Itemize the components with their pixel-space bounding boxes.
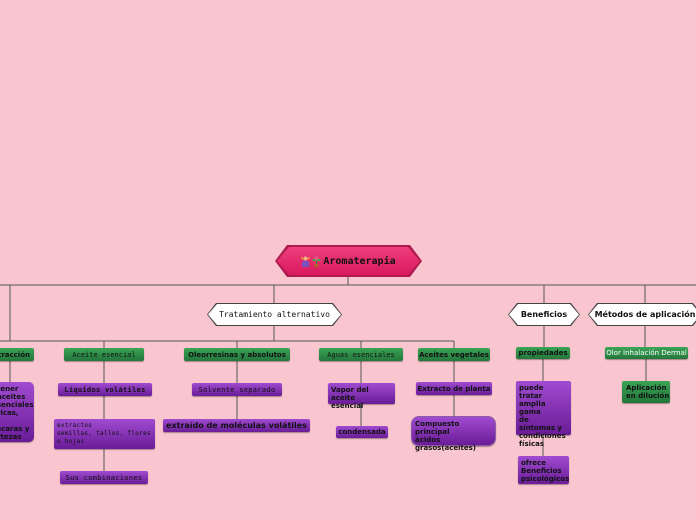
sus-combinaciones-node[interactable]: Sus combinaciones xyxy=(60,471,148,484)
liquidos-volatiles-node[interactable]: Líquidos volátiles xyxy=(58,383,152,396)
solvente-separado-node[interactable]: Solvente separado xyxy=(192,383,282,396)
obtener-node[interactable]: tener aceites senciales ricas, scaras y … xyxy=(0,382,34,442)
olor-inhalacion-node[interactable]: Olor Inhalación Dermal xyxy=(605,347,688,359)
person-icon xyxy=(301,256,310,267)
vapor-node[interactable]: Vapor del aceite esencial xyxy=(328,383,395,410)
compuesto-node[interactable]: Compuesto principal ácidos grasos(aceite… xyxy=(411,416,496,452)
aguas-esenciales-node[interactable]: Aguas esenciales xyxy=(319,348,403,361)
root-node[interactable]: Aromaterapia xyxy=(277,247,420,275)
root-title: Aromaterapia xyxy=(323,255,396,267)
extraido-node[interactable]: extraído de moléculas volátiles xyxy=(163,419,310,432)
aplicacion-node[interactable]: Aplicación en dilución xyxy=(622,381,670,403)
tratamiento-node[interactable]: Tratamiento alternativo xyxy=(208,304,341,325)
oleorresinas-node[interactable]: Oleorresinas y absolutos xyxy=(184,348,290,361)
extraccion-node[interactable]: tracción xyxy=(0,348,34,361)
extractos-node[interactable]: extractos semillas, tallos, flores o hoj… xyxy=(54,419,155,449)
metodos-node[interactable]: Métodos de aplicación xyxy=(589,304,696,325)
aceite-esencial-node[interactable]: Aceite esencial xyxy=(64,348,144,361)
plant-icon xyxy=(312,256,321,267)
extracto-planta-node[interactable]: Extracto de planta xyxy=(416,382,492,395)
aceites-vegetales-node[interactable]: Aceites vegetales xyxy=(418,348,490,361)
puede-tratar-node[interactable]: puede tratar amplia gama de síntomas y c… xyxy=(516,381,571,448)
ofrece-node[interactable]: ofrece Beneficios psicológicos xyxy=(518,456,569,484)
propiedades-node[interactable]: propiedades xyxy=(516,347,570,359)
beneficios-node[interactable]: Beneficios xyxy=(509,304,579,325)
condensada-node[interactable]: condensada xyxy=(336,426,388,438)
